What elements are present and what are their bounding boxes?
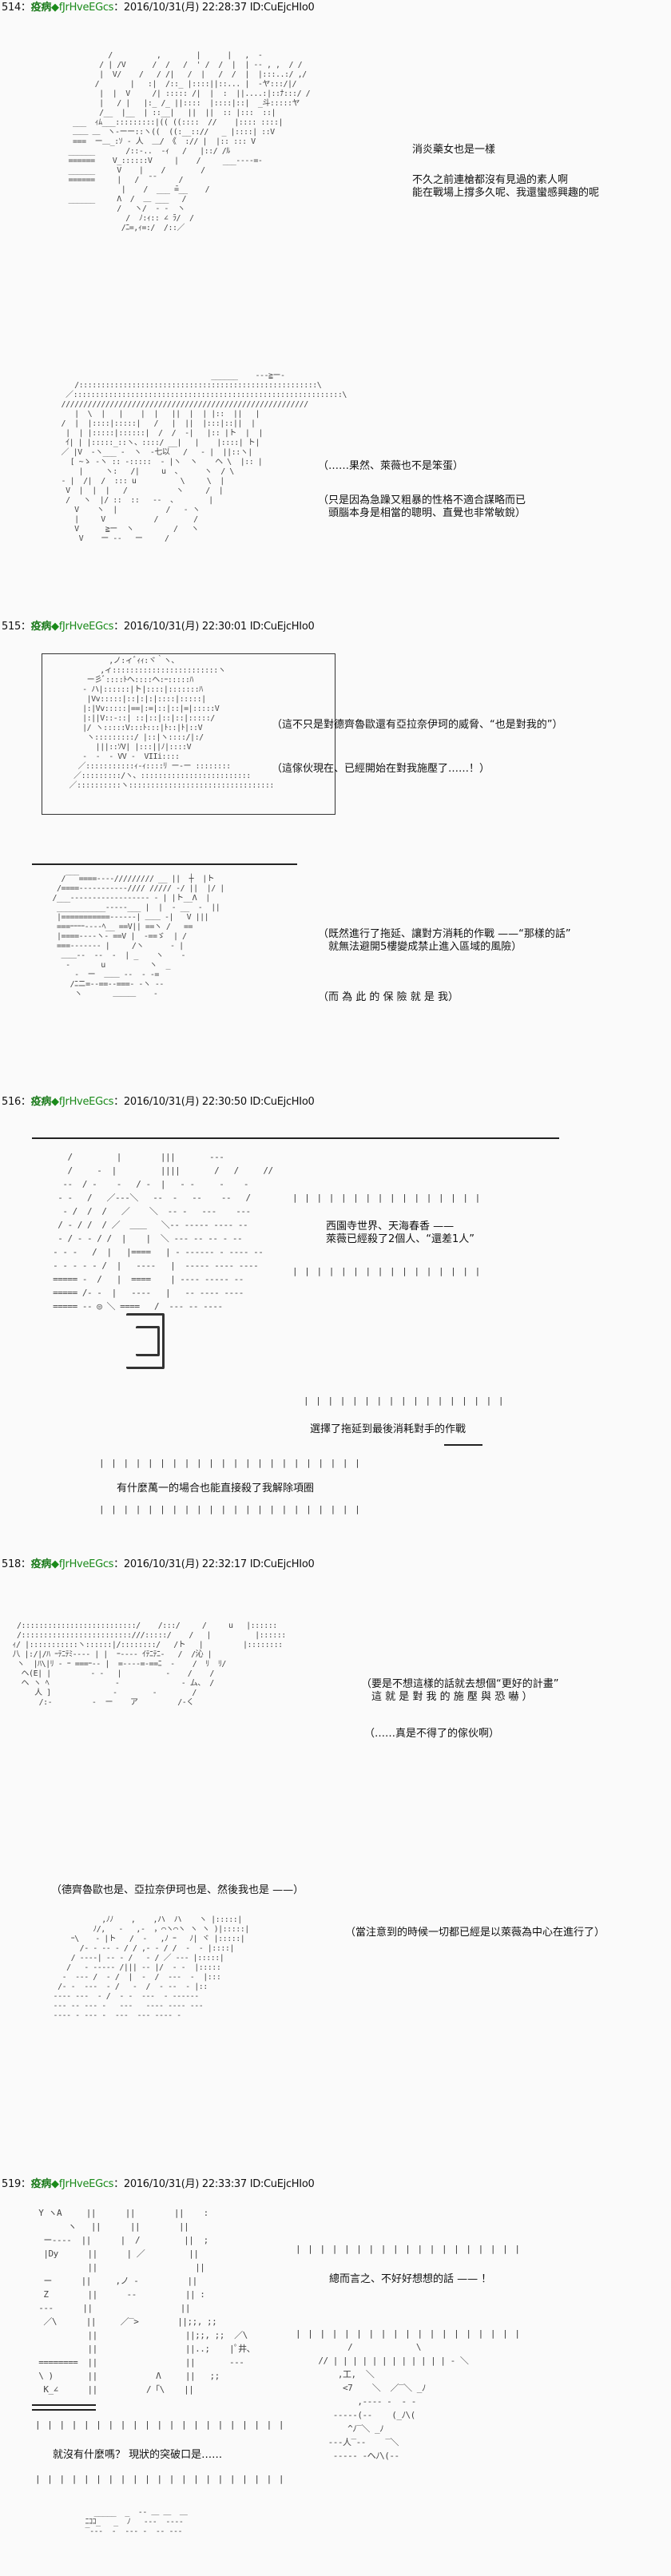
poster-name[interactable]: 疫病 bbox=[30, 1558, 52, 1570]
spiral-symbol bbox=[136, 1326, 160, 1356]
post-meta: ：2016/10/31(月) 22:30:50 ID:CuEjcHIo0 bbox=[113, 1096, 315, 1108]
dialogue-text: （這傢伙現在、已經開始在對我施壓了……！） bbox=[272, 763, 490, 775]
poster-trip: ◆fJrHveEGcs bbox=[51, 621, 114, 633]
post-number: 516 bbox=[2, 1096, 21, 1108]
post-number: 514 bbox=[2, 2, 21, 14]
speech-burst-bottom: | | | | | | | | | | | | | | | | | | | | … bbox=[292, 1267, 487, 1276]
dialogue-text: 消炎藥女也是一樣 bbox=[412, 144, 496, 156]
dialogue-text: 總而言之、不好好想想的話 —— ！ bbox=[329, 2273, 492, 2285]
dialogue-text: 不久之前連槍都沒有見過的素人啊 能在戰場上撐多久呢、我還蠻感興趣的呢 bbox=[412, 174, 600, 199]
poster-name[interactable]: 疫病 bbox=[30, 1096, 52, 1108]
dialogue-text: （……真是不得了的傢伙啊） bbox=[364, 1728, 500, 1740]
ascii-art-figure: ______ ‐--≧ー‐ /:::::::::::::::::::::::::… bbox=[61, 371, 347, 543]
post-header-518: 518：疫病◆fJrHveEGcs：2016/10/31(月) 22:32:17… bbox=[2, 1558, 315, 1570]
divider-line bbox=[32, 863, 297, 865]
divider-line bbox=[32, 2409, 96, 2411]
dialogue-text: （而 為 此 的 保 險 就 是 我） bbox=[318, 991, 459, 1003]
post-header-514: 514：疫病◆fJrHveEGcs：2016/10/31(月) 22:28:37… bbox=[2, 2, 315, 14]
post-meta: ：2016/10/31(月) 22:30:01 ID:CuEjcHIo0 bbox=[113, 621, 315, 633]
post-meta: ：2016/10/31(月) 22:28:37 ID:CuEjcHIo0 bbox=[113, 2, 315, 14]
ascii-art-figure: ,ﾉﾉ , ,ハ ハ ヽ |:::::| ﾉ/, ‐ ,‐ ，⌒ヽ⌒ヽ ヽ ヽ … bbox=[53, 1915, 250, 2020]
poster-name[interactable]: 疫病 bbox=[30, 2, 52, 14]
post-meta: ：2016/10/31(月) 22:32:17 ID:CuEjcHIo0 bbox=[113, 1558, 315, 1570]
speech-burst-top: | | | | | | | | | | | | | | | | | | | | … bbox=[304, 1396, 503, 1406]
dialogue-text: 就沒有什麼嗎？ 現狀的突破口是…… bbox=[53, 2449, 223, 2461]
panel-frame bbox=[42, 653, 336, 815]
post-meta: ：2016/10/31(月) 22:33:37 ID:CuEjcHIo0 bbox=[113, 2178, 315, 2190]
dialogue-text: （德齊魯歐也是、亞拉奈伊珂也是、然後我也是 ——） bbox=[51, 1884, 304, 1896]
spiral-symbol bbox=[126, 1313, 165, 1369]
speech-burst-bottom: | | | | | | | | | | | | | | | | | | | | … bbox=[35, 2475, 283, 2484]
ascii-art-background: / | ||| ‐‐‐ / ‐ | |||| / / // ‐‐ / ‐ ‐ /… bbox=[53, 1152, 273, 1312]
post-header-519: 519：疫病◆fJrHveEGcs：2016/10/31(月) 22:33:37… bbox=[2, 2178, 315, 2190]
poster-trip: ◆fJrHveEGcs bbox=[51, 1096, 114, 1108]
dialogue-text: （只是因為急躁又粗暴的性格不適合謀略而已 頭腦本身是相當的聰明、直覺也非常敏銳） bbox=[318, 494, 526, 519]
ascii-art-figure: Y ヽA || || || : ヽ || || || ー‐‐‐‐ || | / … bbox=[38, 2208, 256, 2395]
dialogue-text: 有什麼萬一的場合也能直接殺了我解除項圈 bbox=[117, 1482, 315, 1494]
speech-burst-bottom: | | | | | | | | | | | | | | | | | | | | … bbox=[99, 1505, 361, 1514]
dialogue-text: 西園寺世界、天海春香 —— 萊薇已經殺了2個人、“還差1人” bbox=[326, 1221, 475, 1245]
ascii-art-figure: ,ノ:ィﾞｨｨ:ヾ｀ヽ、 ,ィ::::::::::::::::::::::::ヽ… bbox=[69, 657, 275, 790]
dialogue-text: （要是不想這樣的話就去想個“更好的計畫” 這 就 是 對 我 的 施 壓 與 恐… bbox=[361, 1678, 559, 1703]
divider-line bbox=[32, 2404, 96, 2406]
dialogue-text: （這不只是對德齊魯歐還有亞拉奈伊珂的威脅、“也是對我的”） bbox=[272, 719, 563, 731]
ascii-art-figure: _____ _ ‐‐ ＿ ＿ ＿ ﾆｺｺ_ _ ﾉ ‐‐‐ ‐‐‐‐ ‾‐‐‐ … bbox=[85, 2508, 188, 2536]
poster-trip: ◆fJrHveEGcs bbox=[51, 2178, 114, 2190]
post-header-516: 516：疫病◆fJrHveEGcs：2016/10/31(月) 22:30:50… bbox=[2, 1096, 315, 1108]
post-number: 519 bbox=[2, 2178, 21, 2190]
poster-trip: ◆fJrHveEGcs bbox=[51, 2, 114, 14]
speech-burst-bottom: | | | | | | | | | | | | | | | | | | | | … bbox=[296, 2329, 519, 2339]
speech-burst-top: | | | | | | | | | | | | | | | | | | | | … bbox=[99, 1459, 361, 1468]
poster-trip: ◆fJrHveEGcs bbox=[51, 1558, 114, 1570]
post-number: 518 bbox=[2, 1558, 21, 1570]
ascii-art-figure: / \ // | | | | | | | | | | | | ‐ ＼ ,工, ＼… bbox=[318, 2342, 469, 2461]
ascii-art-figure: / , | | , ‐ / | /V / / / ' / / | | ‐‐ , … bbox=[68, 51, 311, 232]
dialogue-text: （……果然、萊薇也不是笨蛋） bbox=[318, 460, 464, 472]
dialogue-text: （當注意到的時候一切都已經是以萊薇為中心在進行了） bbox=[345, 1927, 605, 1939]
speech-burst-top: | | | | | | | | | | | | | | | | | | | | … bbox=[296, 2245, 519, 2254]
dialogue-text: （既然進行了拖延、讓對方消耗的作戰 ——“那樣的話” 就無法避開5樓變成禁止進入… bbox=[318, 928, 571, 953]
ascii-art-figure: /::::::::::::::::::::::::::/ /:::/ / u |… bbox=[12, 1621, 287, 1707]
divider-line bbox=[444, 1444, 482, 1446]
ascii-art-figure: /‾‾‾====‐‐‐‐///////// __ || ┼ |ト /====‐‐… bbox=[52, 875, 225, 998]
post-number: 515 bbox=[2, 621, 21, 633]
speech-burst-top: | | | | | | | | | | | | | | | | | | | | … bbox=[292, 1193, 487, 1203]
divider-line bbox=[32, 1137, 559, 1139]
speech-burst-top: | | | | | | | | | | | | | | | | | | | | … bbox=[35, 2420, 283, 2430]
poster-name[interactable]: 疫病 bbox=[30, 2178, 52, 2190]
poster-name[interactable]: 疫病 bbox=[30, 621, 52, 633]
post-header-515: 515：疫病◆fJrHveEGcs：2016/10/31(月) 22:30:01… bbox=[2, 621, 315, 633]
dialogue-text: 選擇了拖延到最後消耗對手的作戰 bbox=[310, 1423, 467, 1435]
